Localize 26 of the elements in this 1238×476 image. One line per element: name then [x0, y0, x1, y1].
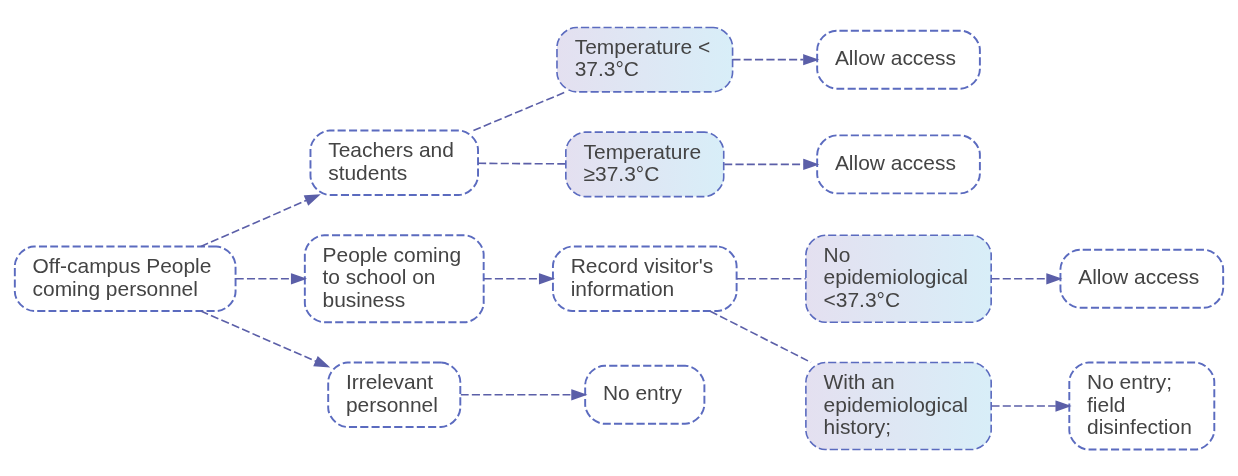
arrow [990, 272, 1063, 284]
connector [477, 162, 567, 165]
arrow [723, 158, 820, 170]
node-box: Allow access [816, 133, 981, 194]
arrow [460, 388, 588, 400]
node-box: Allow access [1059, 248, 1225, 309]
arrow [234, 272, 308, 284]
node-box: Teachers and students [309, 129, 479, 196]
node-box: Off-campus People coming personnel [13, 245, 237, 312]
node-box: Allow access [816, 29, 981, 90]
connector [472, 90, 567, 131]
arrow [731, 53, 820, 65]
node-box: No entry; field disinfection [1068, 361, 1216, 451]
arrow [200, 193, 321, 247]
node-box: Temperature < 37.3°C [556, 26, 734, 93]
node-box: Irrelevant personnel [327, 361, 462, 428]
node-box: No entry [584, 364, 706, 425]
connector [736, 277, 807, 280]
node-box: With an epidemiological history; [805, 361, 992, 450]
node-box: People coming to school on business [303, 233, 485, 323]
node-box: Temperature ≥37.3°C [565, 130, 725, 197]
arrow [200, 309, 331, 368]
arrow [990, 399, 1072, 412]
node-box: No epidemiological <37.3°C [805, 233, 992, 323]
node-box: Record visitor's information [551, 245, 738, 312]
arrow [482, 272, 556, 284]
